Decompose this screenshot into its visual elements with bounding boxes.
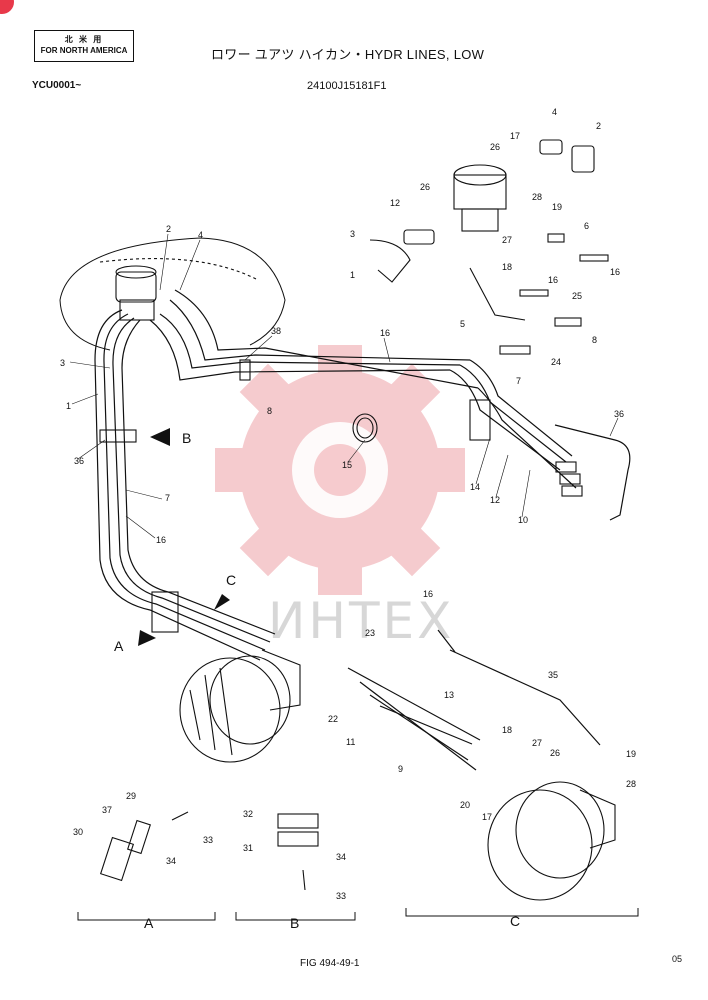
callout-label: 27 — [532, 738, 542, 748]
model-range: YCU0001~ — [32, 80, 82, 91]
region-label-box: 北 米 用 FOR NORTH AMERICA — [34, 30, 134, 62]
callout-label: 16 — [548, 275, 558, 285]
view-label-b: B — [182, 430, 191, 446]
callout-label: 38 — [271, 326, 281, 336]
callout-label: 26 — [420, 182, 430, 192]
detail-label-c: C — [510, 913, 520, 929]
callout-label: 3 — [60, 358, 65, 368]
travel-motor-right — [487, 781, 616, 901]
callout-label: 12 — [490, 495, 500, 505]
callout-label: 7 — [516, 376, 521, 386]
hose-bundle-left — [94, 289, 631, 661]
callout-label: 2 — [166, 224, 171, 234]
callout-label: 36 — [74, 456, 84, 466]
callout-label: 12 — [390, 198, 400, 208]
swing-frame-outline — [59, 237, 286, 351]
view-arrows — [138, 428, 230, 646]
clamp-b — [99, 429, 137, 443]
callout-label: 8 — [267, 406, 272, 416]
detail-label-a: A — [144, 915, 154, 931]
callout-label: 27 — [502, 235, 512, 245]
callout-label: 36 — [614, 409, 624, 419]
callout-label: 22 — [328, 714, 338, 724]
region-label-japanese: 北 米 用 — [64, 35, 104, 44]
callout-label: 4 — [198, 230, 203, 240]
detail-label-b: B — [290, 915, 299, 931]
part-group-number: 24100J15181F1 — [307, 80, 387, 92]
callout-label: 26 — [550, 748, 560, 758]
callout-label: 4 — [552, 107, 557, 117]
callout-labels: 2 4 3 1 38 16 8 36 7 16 B C A 15 14 12 1… — [60, 107, 636, 931]
watermark-text: ИHTEX — [268, 592, 455, 650]
callout-label: 30 — [73, 827, 83, 837]
callout-label: 32 — [243, 809, 253, 819]
callout-label: 25 — [572, 291, 582, 301]
fittings-right-end — [555, 461, 583, 497]
callout-label: 16 — [156, 535, 166, 545]
callout-label: 37 — [102, 805, 112, 815]
detail-brackets — [77, 908, 639, 921]
callout-label: 2 — [596, 121, 601, 131]
swivel-joint-exploded — [369, 139, 609, 355]
callout-label: 15 — [342, 460, 352, 470]
callout-label: 6 — [584, 221, 589, 231]
callout-label: 5 — [460, 319, 465, 329]
callout-label: 3 — [350, 229, 355, 239]
travel-motor-left — [179, 649, 301, 763]
page-number: 05 — [672, 954, 683, 964]
callout-label: 28 — [532, 192, 542, 202]
callout-label: 24 — [551, 357, 561, 367]
callout-label: 17 — [510, 131, 520, 141]
region-label-english: FOR NORTH AMERICA — [40, 46, 128, 55]
callout-label: 9 — [398, 764, 403, 774]
callout-label: 7 — [165, 493, 170, 503]
callout-label: 35 — [548, 670, 558, 680]
callout-label: 19 — [626, 749, 636, 759]
figure-number: FIG 494-49-1 — [300, 958, 360, 969]
callout-label: 1 — [66, 401, 71, 411]
callout-label: 33 — [203, 835, 213, 845]
callout-label: 14 — [470, 482, 480, 492]
callout-label: 29 — [126, 791, 136, 801]
callout-label: 20 — [460, 800, 470, 810]
callout-label: 17 — [482, 812, 492, 822]
callout-label: 31 — [243, 843, 253, 853]
hose-clamp-15 — [352, 413, 378, 443]
lower-hoses — [347, 629, 601, 771]
callout-label: 34 — [166, 856, 176, 866]
detail-b-clamp — [277, 813, 319, 891]
callout-label: 8 — [592, 335, 597, 345]
callout-label: 11 — [346, 737, 355, 747]
callout-label: 13 — [444, 690, 454, 700]
callout-label: 18 — [502, 262, 512, 272]
callout-label: 33 — [336, 891, 346, 901]
view-label-a: A — [114, 638, 124, 654]
swivel-joint-left — [115, 265, 157, 321]
callout-label: 16 — [380, 328, 390, 338]
view-label-c: C — [226, 572, 236, 588]
callout-label: 34 — [336, 852, 346, 862]
callout-label: 16 — [610, 267, 620, 277]
callout-label: 26 — [490, 142, 500, 152]
callout-label: 19 — [552, 202, 562, 212]
clamp-a — [151, 591, 179, 633]
callout-leader-lines — [69, 233, 619, 539]
page-title: ロワー ユアツ ハイカン・HYDR LINES, LOW — [211, 47, 485, 62]
callout-label: 16 — [423, 589, 433, 599]
detail-a-clamp — [99, 811, 189, 882]
callout-label: 18 — [502, 725, 512, 735]
callout-label: 1 — [350, 270, 355, 280]
callout-label: 28 — [626, 779, 636, 789]
callout-label: 10 — [518, 515, 528, 525]
callout-label: 23 — [365, 628, 375, 638]
